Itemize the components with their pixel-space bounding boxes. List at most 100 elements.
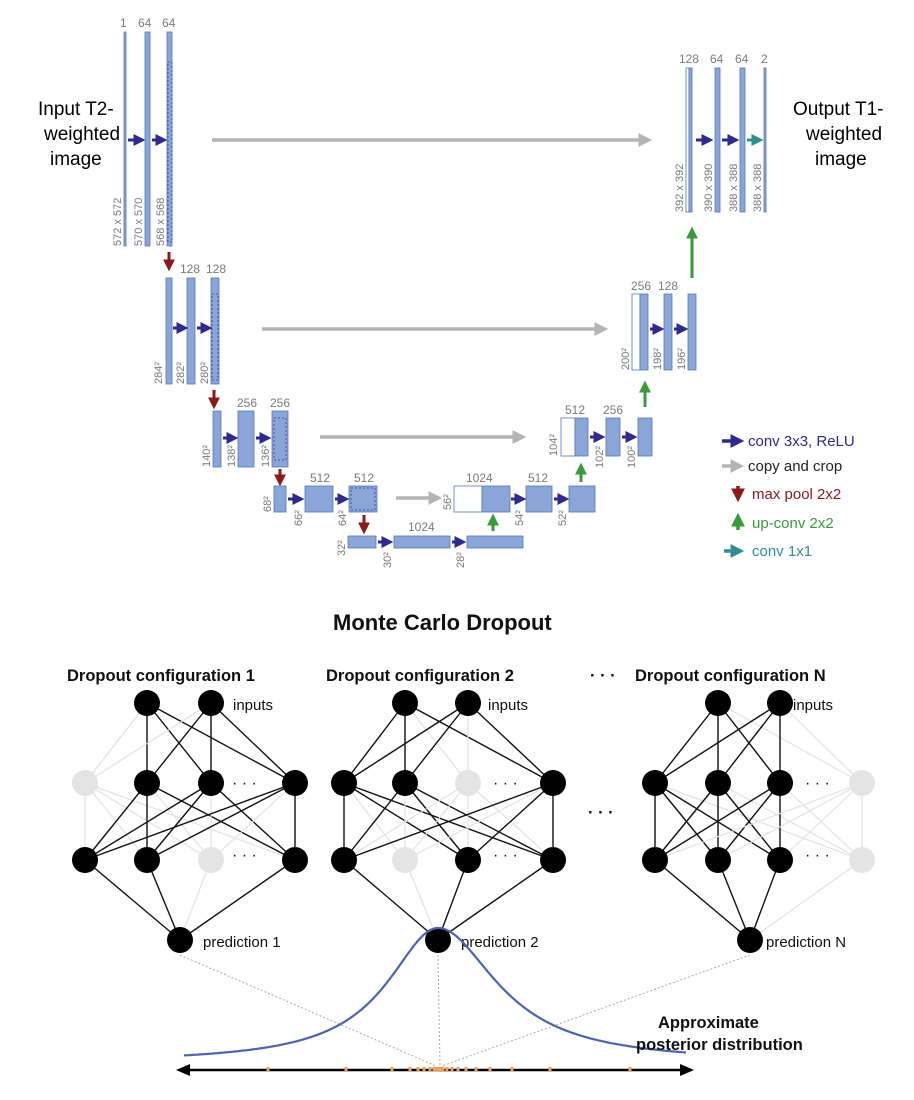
edge [749,859,863,941]
sample-tick [488,1067,492,1071]
dim-u2-1: 198² [652,348,664,370]
row-ellipsis: · · · [493,775,518,792]
edge [717,782,781,861]
edge [654,782,719,861]
dim-u4-1: 54² [514,510,526,526]
prediction-node [167,927,193,953]
dim-l1-0: 572 x 572 [112,198,124,246]
dim-u3-1: 102² [594,446,606,468]
sample-tick [464,1067,468,1071]
dim-bottom-2: 28² [455,552,467,568]
legend-conv-label: conv 3x3, ReLU [748,433,855,450]
edge [343,782,469,861]
prediction-node [737,927,763,953]
sample-tick [422,1067,426,1071]
dropped-node [849,770,875,796]
edge [146,859,181,941]
edge [717,702,863,784]
axis-left-arrowhead [176,1064,190,1076]
edge [404,782,469,861]
edge [210,782,296,861]
sample-tick [474,1067,478,1071]
hidden-node [642,770,668,796]
sample-tick [428,1067,432,1071]
sample-tick [408,1067,412,1071]
dim-u3-0: 104² [548,434,560,456]
edge [467,782,554,861]
edge [654,782,781,861]
projection-line-2 [437,954,441,1067]
edge [84,859,181,941]
edge [404,782,554,861]
sample-tick [416,1067,420,1071]
edge [749,859,781,941]
edge [84,702,148,784]
ch-u4-0: 1024 [466,471,493,485]
block-u3-2 [637,417,653,457]
dim-u2-2: 196² [676,348,688,370]
legend-conv1x1-label: conv 1x1 [752,543,812,560]
row-ellipsis: · · · [232,775,257,792]
block-bottom-2 [466,535,524,549]
ch-u1-1: 64 [710,52,724,66]
mc-dropout-diagram: Monte Carlo Dropout Dropout configuratio… [67,610,875,1076]
input-label-line1: Input T2- [38,99,114,120]
block-u1-copy [685,67,690,213]
edge [404,859,439,941]
block-bottom-1 [393,535,451,549]
crop-region-l2 [211,293,219,381]
input-node [392,690,418,716]
edge [84,782,148,861]
edge [717,859,751,941]
sample-tick [435,1067,439,1071]
block-l3-2 [271,410,289,468]
block-u3-1 [605,417,621,457]
block-u2-2 [687,293,697,371]
edge [146,702,212,784]
edge [146,782,296,861]
hidden-node [331,847,357,873]
dim-l2-0: 284² [153,362,165,384]
dim-u1-3: 388 x 388 [752,164,764,212]
edge [437,859,554,941]
edge [654,702,781,784]
hidden-node [642,847,668,873]
input-label-line3: image [50,149,102,170]
config-n-label: Dropout configuration N [635,667,826,685]
edge [84,702,212,784]
block-l2-0 [165,277,173,385]
sample-tick [628,1067,632,1071]
hidden-node [705,847,731,873]
dim-l1-1: 570 x 570 [133,198,145,246]
hidden-node [282,847,308,873]
block-u4-copy [453,485,483,513]
sample-tick [266,1067,270,1071]
ch-u3-1: 256 [603,403,623,417]
output-label-line3: image [815,149,867,170]
block-u1-0 [688,67,693,213]
edge [343,702,469,784]
block-u2-0 [639,293,649,371]
block-l4-1 [304,485,334,513]
ellipsis-top: · · · [590,667,616,685]
sample-tick [510,1067,514,1071]
ch-u2-1: 128 [658,279,678,293]
posterior-label-line2: posterior distribution [636,1036,803,1054]
dim-u4-2: 52² [557,510,569,526]
dropped-node [198,847,224,873]
inputs-label-2: inputs [488,697,528,714]
block-l4-0 [273,485,287,513]
ch-l3-0: 256 [237,396,257,410]
hidden-node [540,847,566,873]
block-u4-1 [525,485,553,513]
hidden-node [455,847,481,873]
dim-l4-2: 64² [337,510,349,526]
projection-line-n [441,954,751,1067]
dim-bottom-0: 32² [336,540,348,556]
ellipsis-mid: · · · [588,804,614,822]
legend-maxpool-label: max pool 2x2 [752,486,841,503]
dim-u1-0: 392 x 392 [674,164,686,212]
block-u4-2 [568,485,596,513]
hidden-node [767,770,793,796]
